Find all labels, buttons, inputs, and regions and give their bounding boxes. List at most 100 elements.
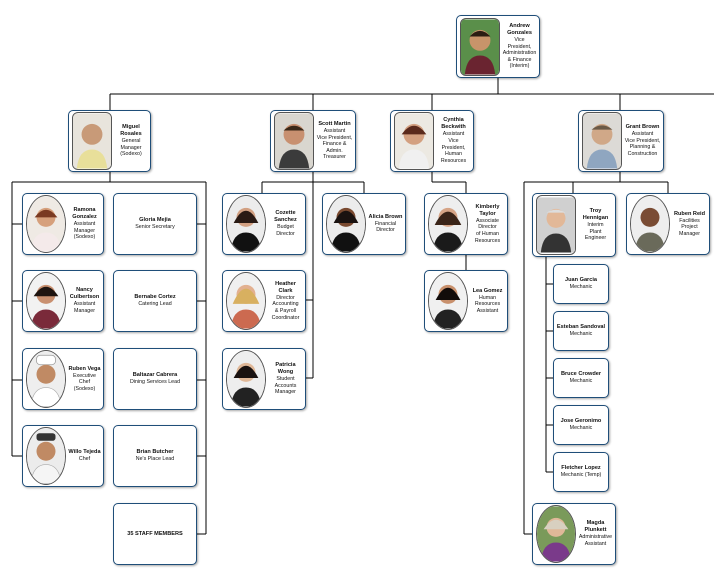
node-title: Mechanic bbox=[569, 378, 593, 385]
node-name: Brian Butcher bbox=[136, 449, 174, 456]
portrait-photo bbox=[26, 350, 66, 408]
node-name: Nancy Culbertson bbox=[69, 287, 100, 301]
node-name: Kimberly Taylor bbox=[475, 203, 500, 217]
node-name: 35 STAFF MEMBERS bbox=[127, 530, 183, 537]
node-staff-count: 35 STAFF MEMBERS bbox=[113, 503, 197, 565]
portrait-photo bbox=[460, 17, 500, 76]
node-title: Budget Director bbox=[276, 224, 295, 237]
portrait-photo bbox=[226, 195, 266, 253]
portrait-photo bbox=[26, 272, 66, 330]
node-title: Facilities Project Manager bbox=[679, 217, 700, 237]
node-title: Administrative Assistant bbox=[578, 534, 613, 547]
node-title: Catering Lead bbox=[138, 301, 172, 308]
node-name: Ruben Vega bbox=[68, 365, 101, 372]
node-name: Heather Clark bbox=[275, 280, 296, 294]
portrait-photo bbox=[536, 505, 576, 563]
node-name: Andrew Gonzales bbox=[507, 22, 532, 36]
portrait-photo bbox=[226, 350, 266, 408]
node-title: Ne's Place Lead bbox=[135, 456, 175, 463]
node-title: Associate Director of Human Resources bbox=[474, 217, 501, 244]
node-title: Assistant Manager bbox=[73, 301, 96, 314]
node-title: Assistant Manager (Sodexo) bbox=[73, 221, 96, 241]
node-name: Baltazar Cabrera bbox=[132, 372, 178, 379]
node-name: Alicia Brown bbox=[368, 213, 403, 220]
node-title: Assistant Vice President, Finance & Admi… bbox=[316, 127, 353, 161]
node-title: Vice President, Administration & Finance… bbox=[502, 36, 537, 70]
node-title: Financial Director bbox=[374, 220, 397, 234]
portrait-photo bbox=[226, 272, 266, 330]
node-title: Chef bbox=[78, 456, 91, 463]
node-name: Gloria Mejia bbox=[139, 217, 171, 224]
portrait-photo bbox=[582, 112, 622, 170]
node-title: Executive Chef (Sodexo) bbox=[73, 372, 96, 392]
node-title: Dining Services Lead bbox=[129, 379, 181, 386]
portrait-photo bbox=[26, 427, 66, 485]
node-title: Assistant Vice President, Planning & Con… bbox=[624, 131, 661, 158]
node-name: Troy Hennigan bbox=[582, 208, 609, 222]
node-title: Mechanic bbox=[569, 425, 593, 432]
node-title: Mechanic (Temp) bbox=[560, 472, 602, 479]
node-name: Patricia Wong bbox=[275, 362, 296, 376]
node-name: Cozette Sanchez bbox=[274, 210, 297, 224]
node-name: Ruben Reid bbox=[673, 210, 706, 217]
node-title: Interim Plant Engineer bbox=[584, 222, 607, 242]
node-title: General Manager (Sodexo) bbox=[120, 138, 142, 158]
node-name: Scott Martin bbox=[318, 120, 351, 127]
node-title: Human Resources Assistant bbox=[474, 294, 501, 314]
node-name: Juan Garcia bbox=[564, 277, 598, 284]
node-name: Esteban Sandoval bbox=[556, 324, 606, 331]
node-name: Fletcher Lopez bbox=[561, 465, 601, 472]
node-name: Lea Gomez bbox=[472, 287, 503, 294]
portrait-photo bbox=[394, 112, 434, 170]
portrait-photo bbox=[428, 272, 468, 330]
node-name: Jose Geronimo bbox=[560, 418, 602, 425]
node-title: Mechanic bbox=[569, 284, 593, 291]
node-title: Assistant Vice President, Human Resource… bbox=[440, 131, 467, 164]
node-title: Student Accounts Manager bbox=[274, 376, 297, 396]
node-name: Bernabe Cortez bbox=[134, 294, 176, 301]
portrait-photo bbox=[630, 195, 670, 253]
portrait-photo bbox=[428, 195, 468, 253]
node-name: Cynthia Beckwith bbox=[441, 117, 466, 131]
node-name: Ramona Gonzalez bbox=[72, 207, 97, 221]
node-name: Magda Plunkett bbox=[584, 520, 607, 534]
node-title: Mechanic bbox=[569, 331, 593, 338]
node-title: Senior Secretary bbox=[135, 224, 175, 231]
portrait-photo bbox=[274, 112, 314, 170]
portrait-photo bbox=[536, 195, 576, 255]
node-title: Director Accounting & Payroll Coordinato… bbox=[271, 294, 300, 321]
node-name: Willo Tejeda bbox=[68, 449, 101, 456]
node-name: Grant Brown bbox=[625, 124, 660, 131]
portrait-photo bbox=[26, 195, 66, 253]
portrait-photo bbox=[72, 112, 112, 170]
portrait-photo bbox=[326, 195, 366, 253]
